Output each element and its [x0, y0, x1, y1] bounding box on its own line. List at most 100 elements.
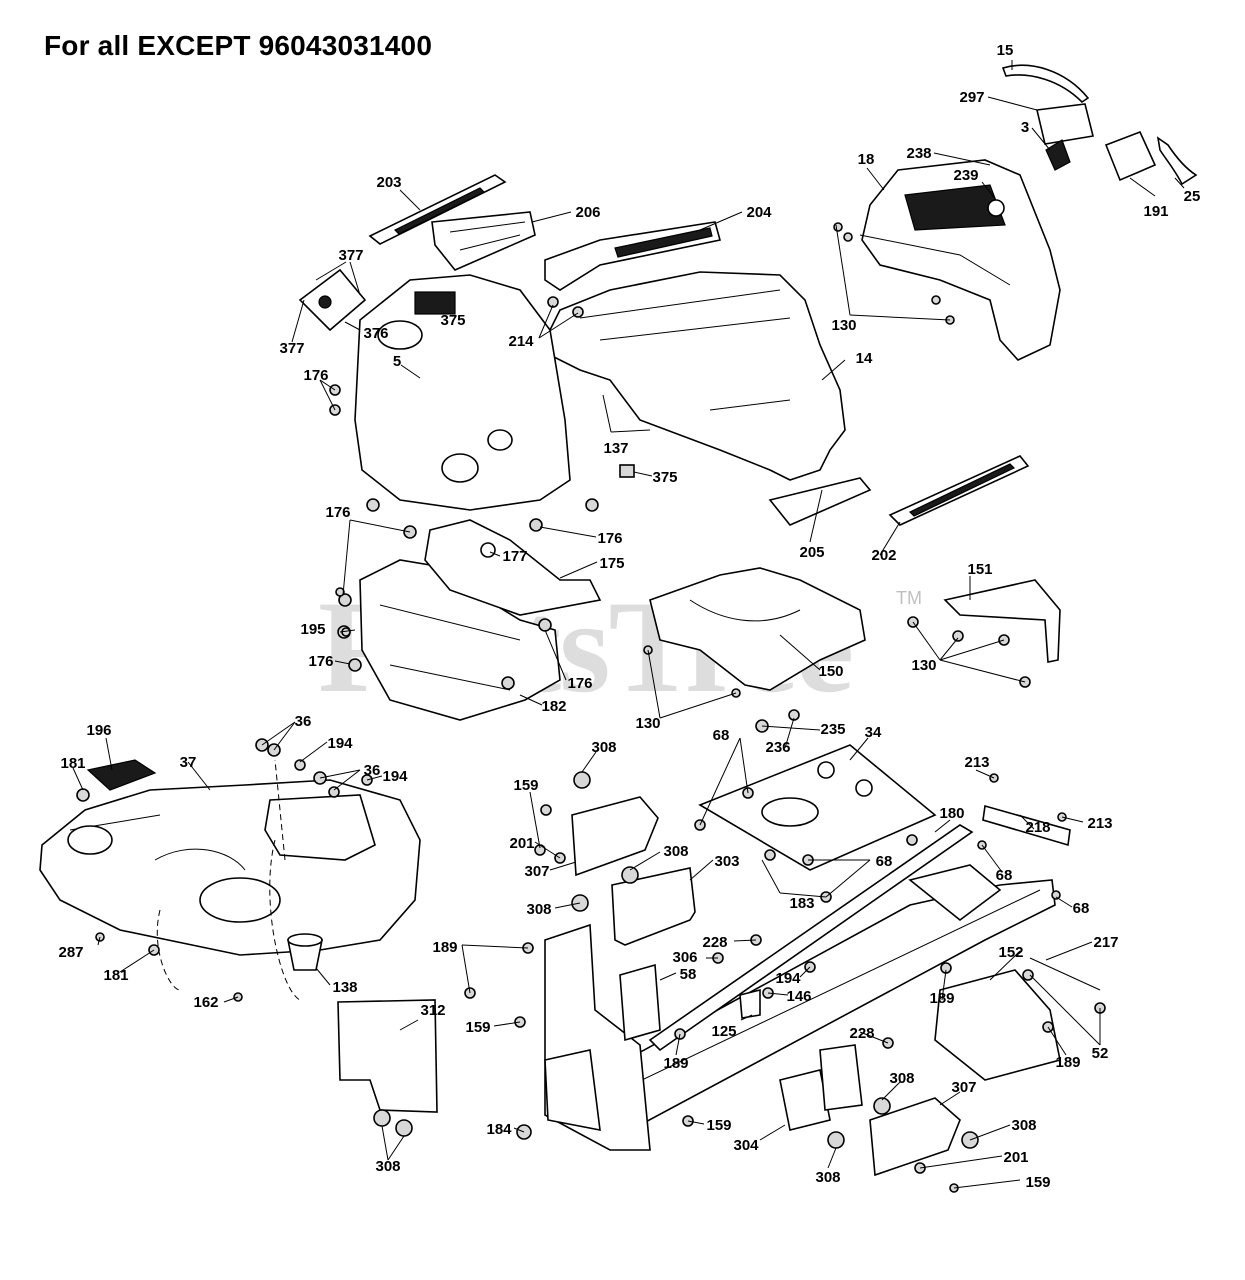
part-308-bushing-h[interactable] — [395, 1119, 413, 1137]
part-25-bracket[interactable] — [1156, 136, 1198, 186]
callout-287: 287 — [58, 944, 83, 961]
callout-5: 5 — [393, 353, 401, 370]
part-206-vent[interactable] — [431, 211, 536, 271]
callout-189-b: 189 — [929, 990, 954, 1007]
part-191-cover[interactable] — [1104, 130, 1157, 182]
callout-195: 195 — [300, 621, 325, 638]
callout-159-c: 159 — [706, 1117, 731, 1134]
callout-308-d: 308 — [889, 1070, 914, 1087]
callout-159-a: 159 — [513, 777, 538, 794]
callout-376: 376 — [363, 325, 388, 342]
part-218-bar[interactable] — [982, 804, 1071, 847]
part-304-bracket[interactable] — [779, 1069, 831, 1131]
callout-182: 182 — [541, 698, 566, 715]
callout-151: 151 — [967, 561, 992, 578]
part-307-plate-b[interactable] — [869, 1097, 961, 1177]
part-308-bushing-d[interactable] — [873, 1097, 891, 1115]
callout-176-lower-left: 176 — [308, 653, 333, 670]
part-152-guard[interactable] — [934, 969, 1061, 1081]
part-239-lens[interactable] — [987, 199, 1005, 217]
callout-308-b: 308 — [663, 843, 688, 860]
callout-36-upper: 36 — [295, 713, 312, 730]
callout-189-c: 189 — [663, 1055, 688, 1072]
part-375-clip-b[interactable] — [619, 464, 635, 478]
watermark-trademark: TM — [896, 588, 922, 608]
part-308-bushing-f[interactable] — [827, 1131, 845, 1149]
callout-labels: 15 297 3 238 18 239 191 25 203 206 204 3… — [58, 42, 1200, 1191]
callout-159-d: 159 — [1025, 1174, 1050, 1191]
part-3-emblem[interactable] — [1045, 139, 1071, 171]
callout-377-bottom: 377 — [279, 340, 304, 357]
callout-189-a: 189 — [432, 939, 457, 956]
callout-202: 202 — [871, 547, 896, 564]
callout-304: 304 — [733, 1137, 759, 1154]
part-308-bushing-g[interactable] — [373, 1109, 391, 1127]
callout-183: 183 — [789, 895, 814, 912]
part-5-display — [414, 291, 456, 315]
callout-228-a: 228 — [702, 934, 727, 951]
callout-159-b: 159 — [465, 1019, 490, 1036]
callout-375-lower: 375 — [652, 469, 677, 486]
callout-180: 180 — [939, 805, 964, 822]
callout-191: 191 — [1143, 203, 1168, 220]
part-217-rod[interactable] — [1029, 957, 1101, 991]
callout-138: 138 — [332, 979, 357, 996]
callout-308-g: 308 — [815, 1169, 840, 1186]
callout-307-b: 307 — [951, 1079, 976, 1096]
callout-206: 206 — [575, 204, 600, 221]
callout-236: 236 — [765, 739, 790, 756]
callout-146: 146 — [786, 988, 811, 1005]
callout-14: 14 — [856, 350, 873, 367]
page-title: For all EXCEPT 96043031400 — [44, 30, 433, 61]
callout-68-c: 68 — [996, 867, 1013, 884]
part-308-bushing-a[interactable] — [573, 771, 591, 789]
callout-307-a: 307 — [524, 863, 549, 880]
callout-137: 137 — [603, 440, 628, 457]
callout-194-lower: 194 — [775, 970, 801, 987]
callout-308-f: 308 — [375, 1158, 400, 1175]
part-58-bracket — [619, 963, 661, 1042]
part-238-vents — [904, 184, 1006, 231]
callout-34: 34 — [865, 724, 882, 741]
callout-130-hood: 130 — [831, 317, 856, 334]
part-303-plate[interactable] — [611, 867, 696, 946]
part-196-badge[interactable] — [86, 759, 157, 791]
part-150-shroud[interactable] — [649, 567, 866, 691]
callout-239: 239 — [953, 167, 978, 184]
callout-162: 162 — [193, 994, 218, 1011]
callout-201-b: 201 — [1003, 1149, 1028, 1166]
part-376-bracket[interactable] — [298, 268, 367, 332]
callout-196: 196 — [86, 722, 111, 739]
callout-176-upper: 176 — [303, 367, 328, 384]
callout-203: 203 — [376, 174, 401, 191]
callout-308-c: 308 — [526, 901, 551, 918]
callout-297: 297 — [959, 89, 984, 106]
part-180-mount — [908, 864, 1002, 922]
callout-150: 150 — [818, 663, 843, 680]
part-297-pad[interactable] — [1036, 103, 1094, 145]
callout-15: 15 — [997, 42, 1014, 59]
callout-312: 312 — [420, 1002, 445, 1019]
part-308-bushing-b[interactable] — [621, 866, 639, 884]
callout-176-right: 176 — [597, 530, 622, 547]
callout-177: 177 — [502, 548, 527, 565]
callout-18: 18 — [858, 151, 875, 168]
part-177-grommet[interactable] — [480, 542, 496, 558]
callout-238: 238 — [906, 145, 931, 162]
callout-375-upper: 375 — [440, 312, 465, 329]
part-125-clip[interactable] — [739, 988, 761, 1019]
callout-130-right: 130 — [911, 657, 936, 674]
part-15-trim[interactable] — [1001, 64, 1090, 104]
callout-194-upper: 194 — [327, 735, 353, 752]
callout-130-shroud: 130 — [635, 715, 660, 732]
callout-25: 25 — [1184, 188, 1201, 205]
part-151-bracket[interactable] — [943, 579, 1061, 663]
callout-125: 125 — [711, 1023, 736, 1040]
part-205-trim[interactable] — [768, 477, 872, 526]
part-307-plate-a[interactable] — [571, 796, 659, 877]
part-175-bracket[interactable] — [424, 519, 602, 616]
part-14-hood[interactable] — [538, 271, 846, 481]
callout-217: 217 — [1093, 934, 1118, 951]
callout-377-top: 377 — [338, 247, 363, 264]
